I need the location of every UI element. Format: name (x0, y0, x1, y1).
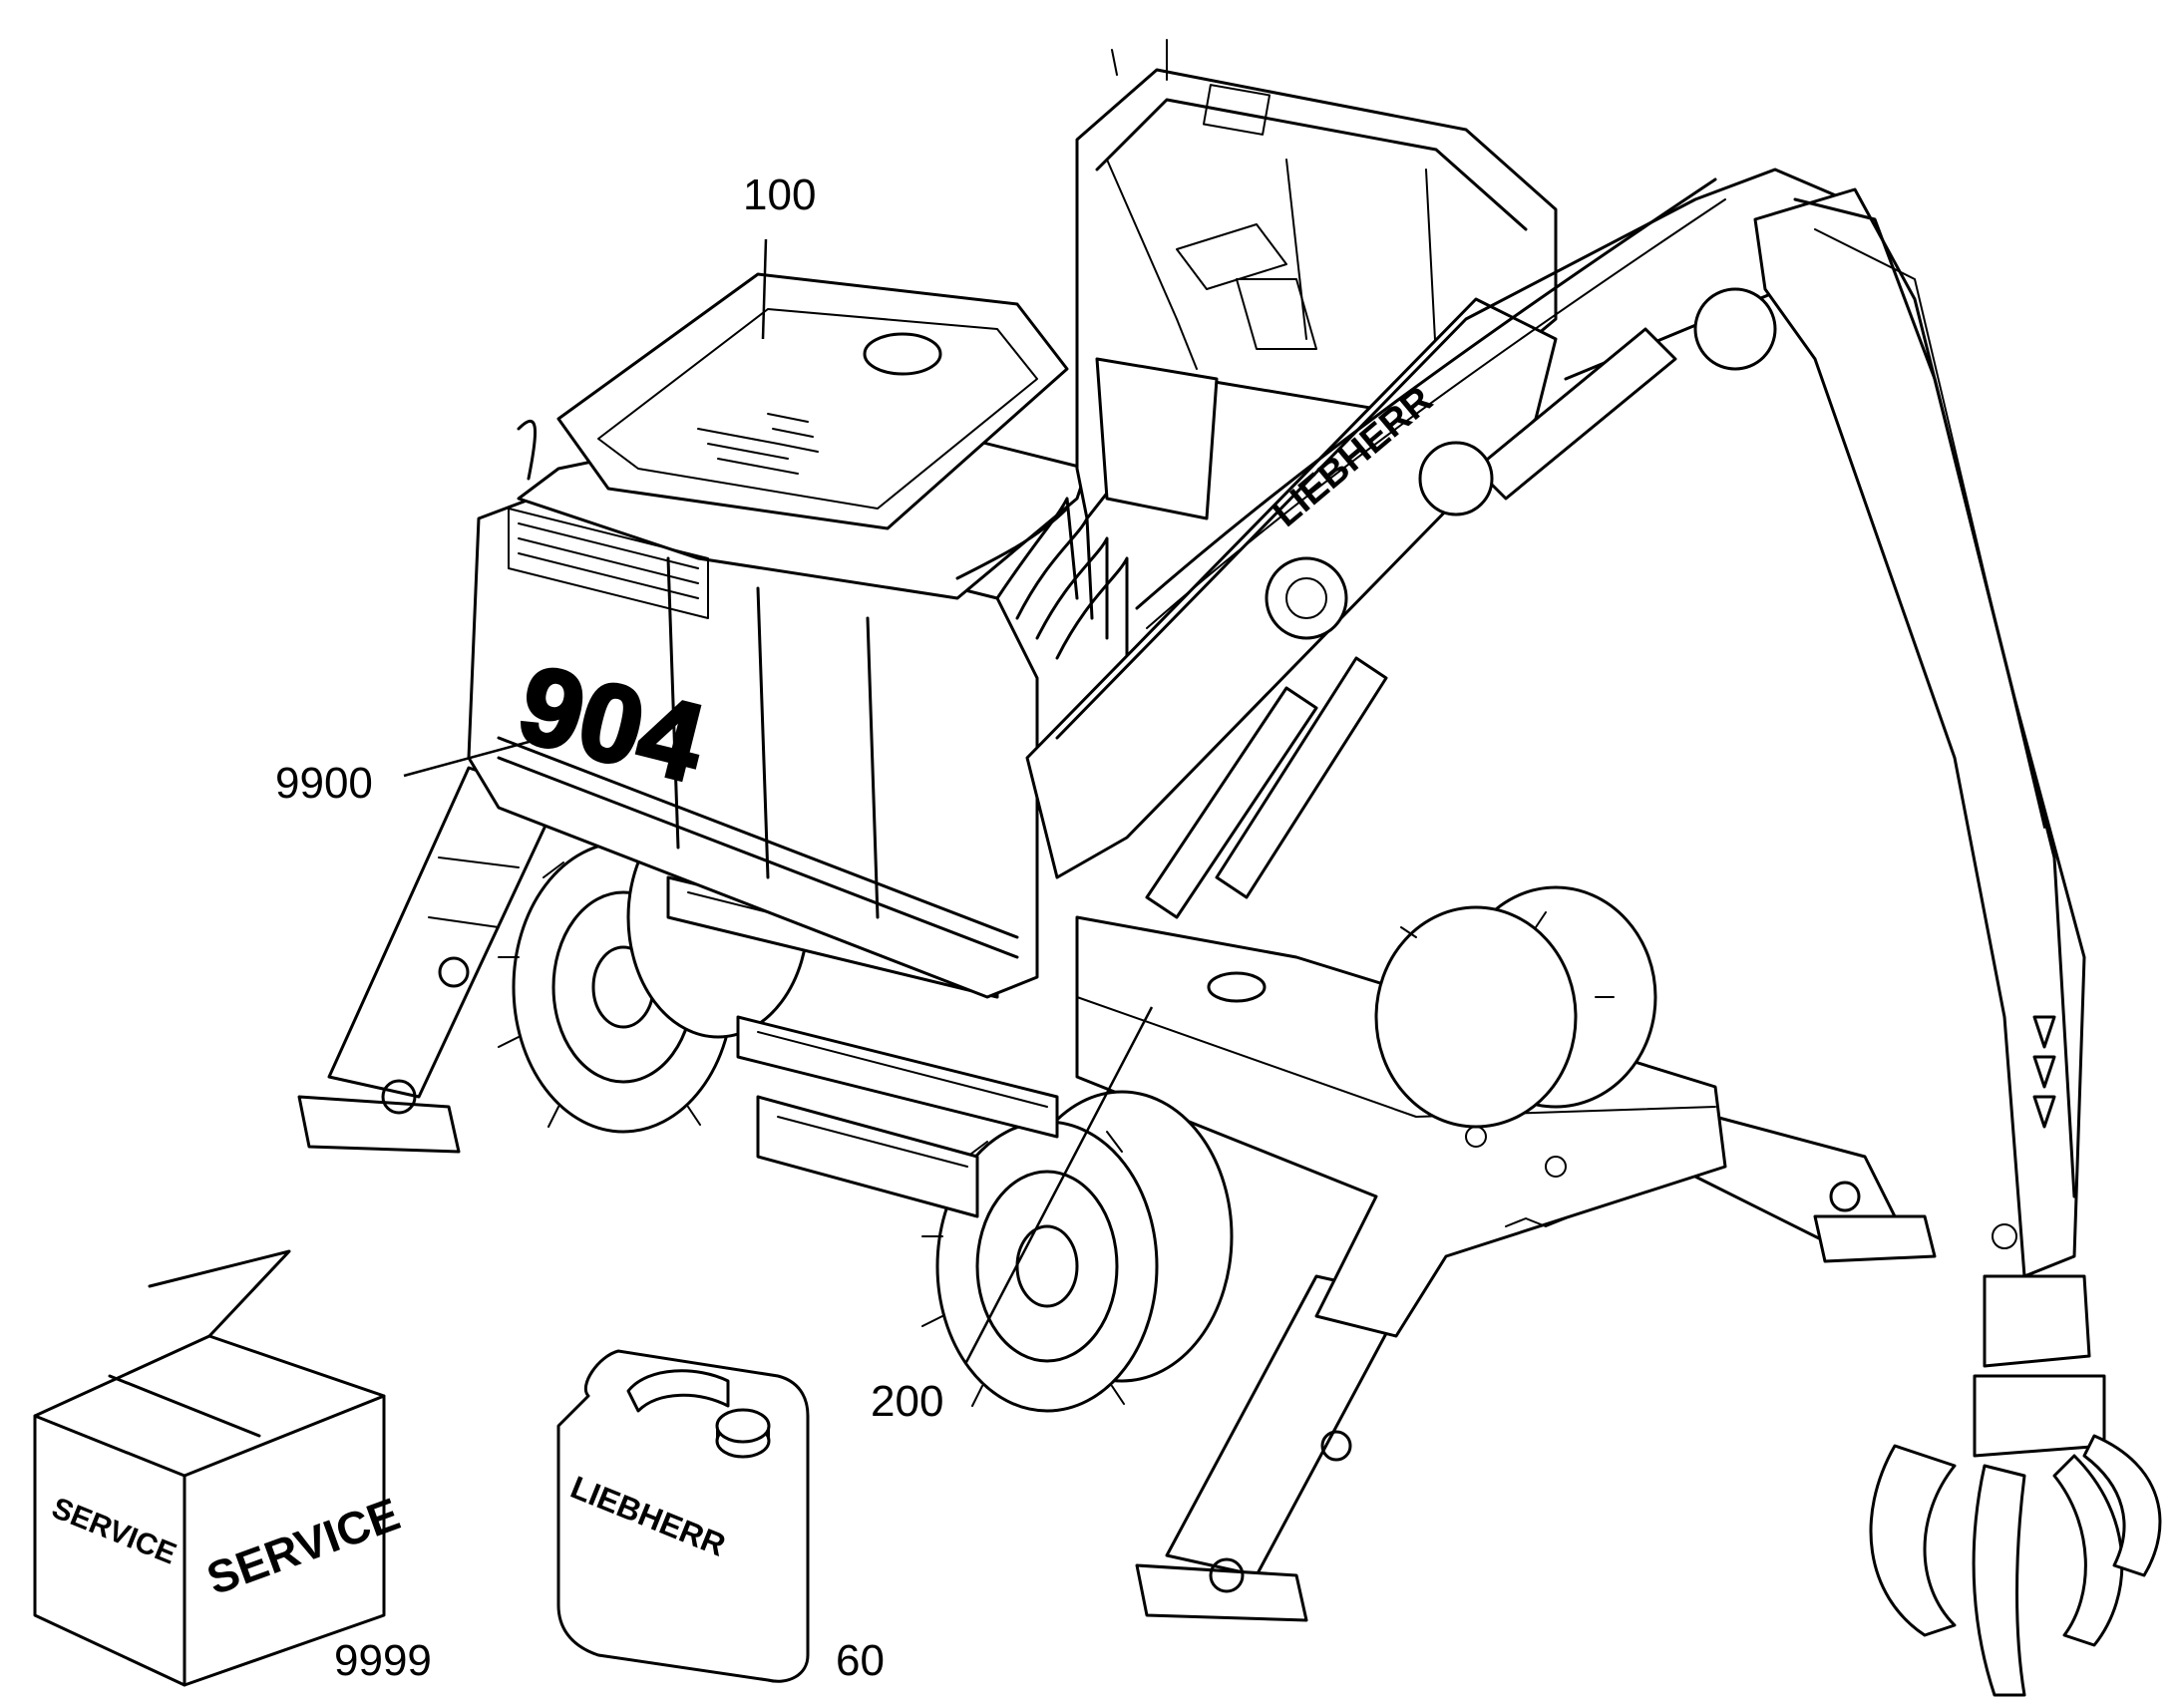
fluid-canister: LIEBHERR (556, 1349, 810, 1683)
wheel-front-center (921, 1090, 1234, 1413)
material-handler-illustration: 904 (297, 39, 2162, 1697)
leader-100 (761, 238, 768, 340)
callout-60: 60 (836, 1636, 885, 1685)
orange-peel-grapple (1869, 1223, 2162, 1697)
counterweight-grille (508, 508, 709, 619)
service-kit-box: SERVICE SERVICE (33, 1249, 406, 1687)
front-outrigger-center (1135, 1274, 1408, 1622)
callout-9999: 9999 (334, 1636, 432, 1685)
boom-cylinders (1145, 287, 1777, 919)
hydraulic-hoses (955, 497, 1129, 660)
leader-lines (403, 238, 1154, 1365)
leader-9900 (403, 736, 545, 778)
callout-9900: 9900 (275, 759, 373, 808)
engine-hood (517, 272, 1069, 530)
callout-200: 200 (871, 1377, 943, 1426)
wheel-front-right (1374, 885, 1657, 1129)
leader-200 (963, 1006, 1154, 1365)
front-right-outrigger (1693, 1115, 1937, 1263)
callout-100: 100 (743, 171, 816, 219)
stick-arm (1753, 187, 2086, 1278)
